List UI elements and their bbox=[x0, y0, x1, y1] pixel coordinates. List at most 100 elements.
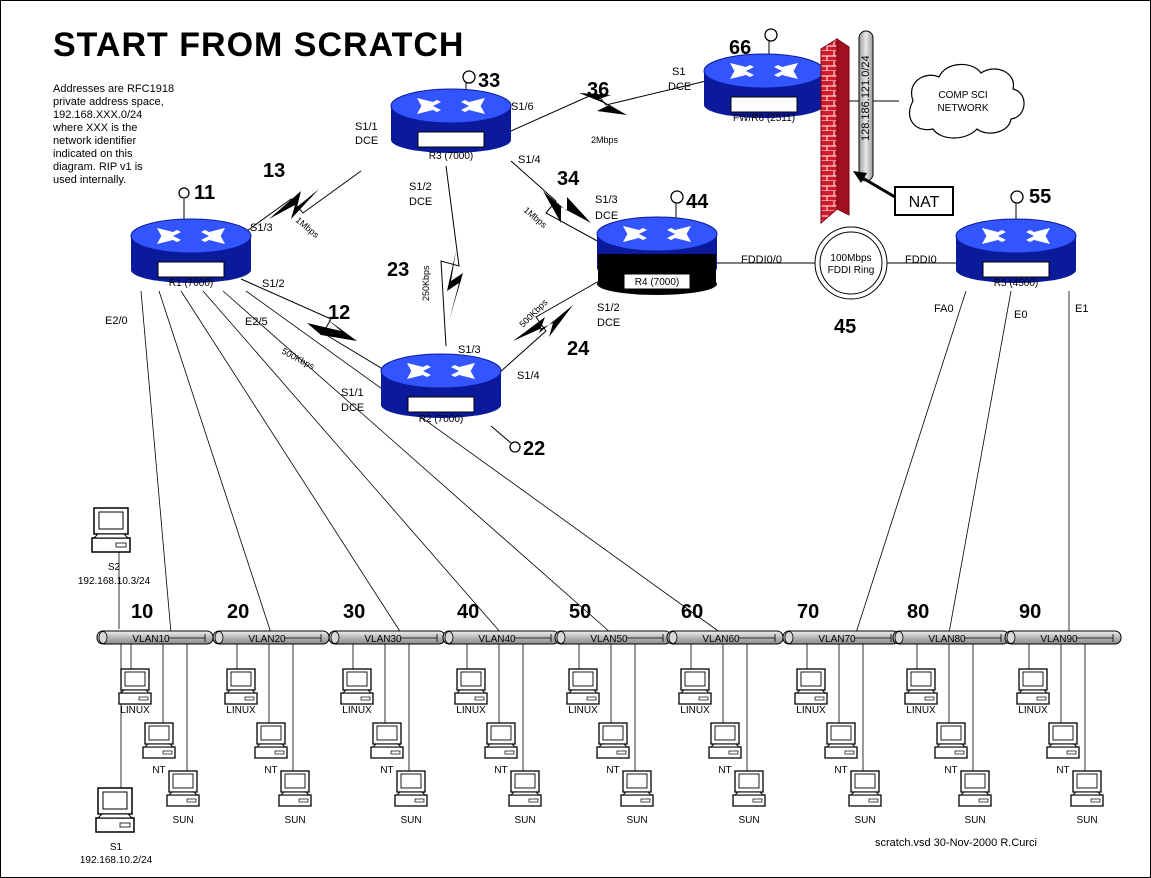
host-nt[interactable]: NT bbox=[708, 722, 742, 776]
bus-end-cap bbox=[894, 631, 904, 644]
host-sun[interactable]: SUN bbox=[508, 770, 542, 826]
host-linux[interactable]: LINUX bbox=[118, 668, 152, 716]
host-label: SUN bbox=[738, 815, 759, 826]
host-linux[interactable]: LINUX bbox=[340, 668, 374, 716]
host-linux[interactable]: LINUX bbox=[454, 668, 488, 716]
antenna-icon bbox=[670, 190, 684, 204]
vlan-name: VLAN90 bbox=[1040, 634, 1078, 645]
host-nt[interactable]: NT bbox=[596, 722, 630, 776]
host-nt[interactable]: NT bbox=[824, 722, 858, 776]
vlan-name: VLAN30 bbox=[364, 634, 402, 645]
host-label: NT bbox=[152, 765, 165, 776]
host-label: LINUX bbox=[568, 705, 598, 716]
interface-label: E2/5 bbox=[245, 316, 268, 328]
router-r1[interactable]: R1 (7000) 11 bbox=[130, 182, 252, 289]
host-label: NT bbox=[606, 765, 619, 776]
link-speed: 250Kbps bbox=[421, 265, 431, 301]
bus-end-cap bbox=[668, 631, 678, 644]
vlan-net-id: 70 bbox=[797, 601, 819, 623]
arrow-icon bbox=[853, 171, 867, 183]
router-r3[interactable]: R3 (7000) 33 bbox=[390, 70, 512, 162]
bus-end-cap bbox=[784, 631, 794, 644]
host-label: NT bbox=[834, 765, 847, 776]
interface-label: S1/3 bbox=[458, 344, 481, 356]
host-label: LINUX bbox=[680, 705, 710, 716]
host-sun[interactable]: SUN bbox=[848, 770, 882, 826]
server-s1[interactable]: S1 192.168.10.2/24 bbox=[80, 643, 153, 866]
host-label: LINUX bbox=[456, 705, 486, 716]
host-nt[interactable]: NT bbox=[484, 722, 518, 776]
host-nt[interactable]: NT bbox=[254, 722, 288, 776]
router-r6-firewall[interactable]: FW/R6 (2511) 66 bbox=[703, 28, 825, 124]
host-sun[interactable]: SUN bbox=[958, 770, 992, 826]
host-sun[interactable]: SUN bbox=[732, 770, 766, 826]
host-linux[interactable]: LINUX bbox=[678, 668, 712, 716]
ethernet-bus bbox=[1004, 630, 1122, 645]
interface-label: E2/0 bbox=[105, 315, 128, 327]
host-sun[interactable]: SUN bbox=[1070, 770, 1104, 826]
host-label: SUN bbox=[964, 815, 985, 826]
host-linux[interactable]: LINUX bbox=[904, 668, 938, 716]
host-nt[interactable]: NT bbox=[142, 722, 176, 776]
note-line: 192.168.XXX.0/24 bbox=[53, 109, 142, 121]
host-linux[interactable]: LINUX bbox=[1016, 668, 1050, 716]
net-id-44: 44 bbox=[686, 191, 709, 213]
cloud-label: NETWORK bbox=[937, 103, 988, 114]
host-nt[interactable]: NT bbox=[934, 722, 968, 776]
host-linux[interactable]: LINUX bbox=[224, 668, 258, 716]
vlan-net-id: 10 bbox=[131, 601, 153, 623]
host-label: NT bbox=[1056, 765, 1069, 776]
notes-block: Addresses are RFC1918 private address sp… bbox=[52, 83, 174, 186]
antenna-icon bbox=[764, 28, 778, 42]
nat-label: NAT bbox=[909, 194, 940, 211]
router-r5[interactable]: R5 (4500) 55 bbox=[955, 186, 1077, 289]
vlan-net-id: 30 bbox=[343, 601, 365, 623]
vlan-net-id: 40 bbox=[457, 601, 479, 623]
cloud-label: COMP SCI bbox=[938, 90, 987, 101]
router-r2[interactable]: R2 (7000) 22 bbox=[380, 353, 545, 460]
ethernet-drops bbox=[140, 290, 1070, 634]
vlan-segments: 10VLAN10LINUXNTSUN20VLAN20LINUXNTSUN30VL… bbox=[96, 601, 1122, 826]
fddi-ring-label: FDDI Ring bbox=[828, 265, 875, 276]
host-sun[interactable]: SUN bbox=[278, 770, 312, 826]
host-linux[interactable]: LINUX bbox=[794, 668, 828, 716]
host-label: SUN bbox=[514, 815, 535, 826]
router-label: R3 (7000) bbox=[429, 151, 473, 162]
interface-label: S1/3 bbox=[250, 222, 273, 234]
vlan-net-id: 50 bbox=[569, 601, 591, 623]
vlan-name: VLAN40 bbox=[478, 634, 516, 645]
server-s2[interactable]: S2 192.168.10.3/24 bbox=[78, 507, 151, 629]
host-sun[interactable]: SUN bbox=[620, 770, 654, 826]
fw-network-label: 128.186.121.0/24 bbox=[860, 55, 872, 141]
host-label: LINUX bbox=[120, 705, 150, 716]
host-label: NT bbox=[494, 765, 507, 776]
host-label: NT bbox=[944, 765, 957, 776]
interface-label: S1/1 bbox=[355, 121, 378, 133]
interface-label: S1/3 bbox=[595, 194, 618, 206]
host-linux[interactable]: LINUX bbox=[566, 668, 600, 716]
vlan-name: VLAN10 bbox=[132, 634, 170, 645]
interface-label: DCE bbox=[409, 196, 432, 208]
host-nt[interactable]: NT bbox=[370, 722, 404, 776]
vlan-name: VLAN50 bbox=[590, 634, 628, 645]
server-name: S2 bbox=[108, 562, 121, 573]
antenna-icon bbox=[462, 70, 476, 84]
host-sun[interactable]: SUN bbox=[166, 770, 200, 826]
host-label: SUN bbox=[854, 815, 875, 826]
host-nt[interactable]: NT bbox=[1046, 722, 1080, 776]
net-id-34: 34 bbox=[557, 168, 580, 190]
interface-label: S1/2 bbox=[262, 278, 285, 290]
router-r4[interactable]: R4 (7000) 44 bbox=[596, 190, 718, 295]
host-label: LINUX bbox=[1018, 705, 1048, 716]
host-sun[interactable]: SUN bbox=[394, 770, 428, 826]
